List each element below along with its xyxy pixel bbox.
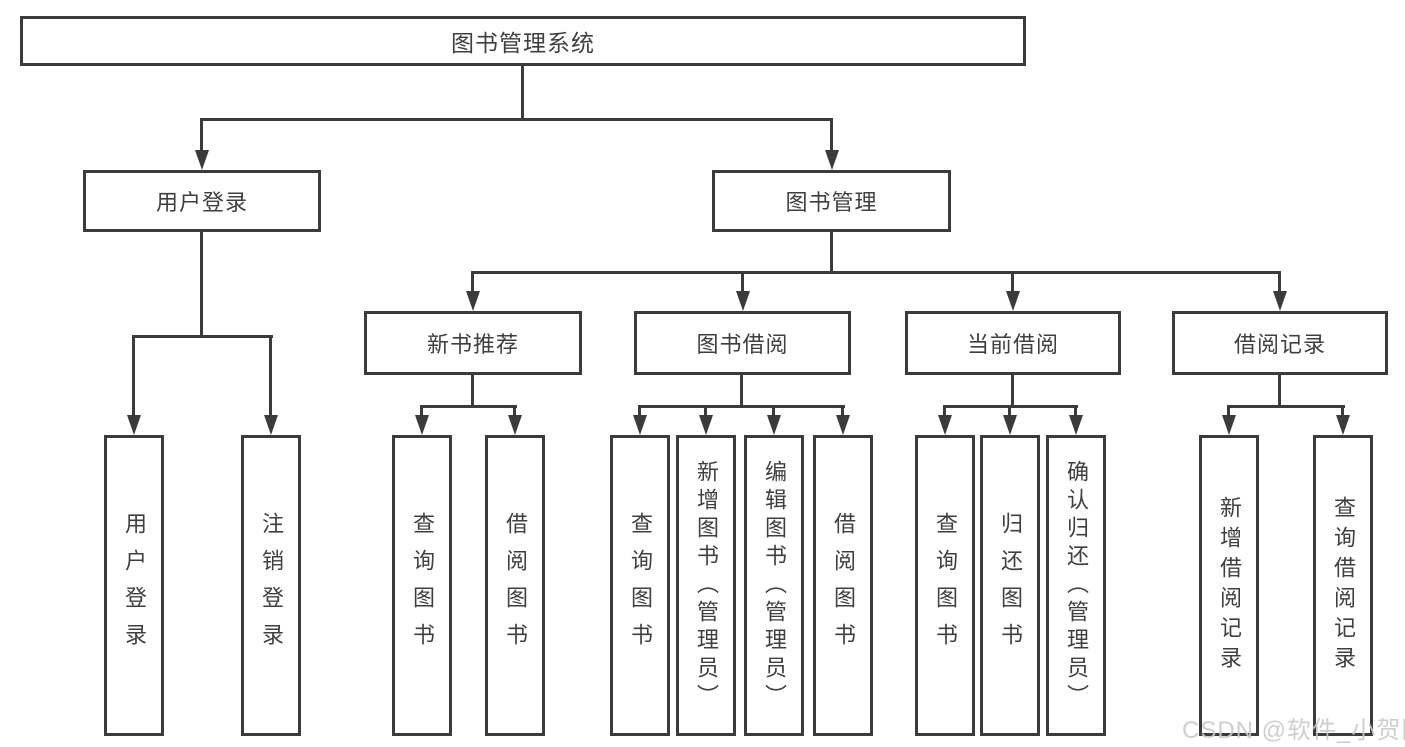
connector-records-rail — [1227, 405, 1345, 408]
connector-to-records — [1278, 273, 1281, 293]
leaf-add-books-admin-label: 新增图书（管理员） — [694, 459, 719, 712]
leaf-query-books-2: 查询图书 — [610, 435, 670, 736]
node-root-label: 图书管理系统 — [451, 30, 595, 56]
leaf-borrow-books-1-label: 借阅图书 — [503, 511, 528, 660]
arrowhead-down-icon — [836, 415, 850, 435]
connector-root-to-book-mgmt — [830, 120, 833, 152]
leaf-user-login: 用户登录 — [104, 435, 164, 736]
connector-current-rail — [943, 405, 1078, 408]
node-user-login: 用户登录 — [83, 170, 321, 232]
leaf-confirm-return-admin-label: 确认归还（管理员） — [1064, 459, 1089, 712]
connector-leaf-stem — [638, 407, 641, 417]
leaf-edit-books-admin: 编辑图书（管理员） — [744, 435, 804, 736]
leaf-add-borrow-record: 新增借阅记录 — [1199, 435, 1259, 736]
leaf-query-borrow-record-label: 查询借阅记录 — [1331, 495, 1356, 676]
leaf-query-borrow-record: 查询借阅记录 — [1313, 435, 1373, 736]
connector-new-book-rail — [420, 405, 517, 408]
connector-current-stem — [1011, 375, 1014, 407]
arrowhead-down-icon — [127, 415, 141, 435]
arrowhead-down-icon — [508, 415, 522, 435]
connector-root-to-user-login — [200, 120, 203, 152]
arrowhead-down-icon — [633, 415, 647, 435]
connector-book-mgmt-rail — [471, 271, 1281, 274]
node-root-library-system: 图书管理系统 — [20, 16, 1026, 66]
connector-to-leaf-user-login — [132, 337, 135, 417]
leaf-logout-label: 注销登录 — [259, 511, 284, 660]
connector-to-borrowing — [741, 273, 744, 293]
arrowhead-down-icon — [415, 415, 429, 435]
node-current-borrowing: 当前借阅 — [905, 311, 1121, 375]
node-new-book-recommend-label: 新书推荐 — [426, 332, 519, 357]
arrowhead-down-icon — [1003, 415, 1017, 435]
leaf-borrow-books-2-label: 借阅图书 — [831, 511, 856, 660]
connector-leaf-stem — [1074, 407, 1077, 417]
leaf-logout: 注销登录 — [241, 435, 301, 736]
leaf-add-borrow-record-label: 新增借阅记录 — [1217, 495, 1242, 676]
connector-leaf-stem — [513, 407, 516, 417]
arrowhead-down-icon — [1069, 415, 1083, 435]
node-book-borrowing-label: 图书借阅 — [696, 332, 789, 357]
arrowhead-down-icon — [264, 415, 278, 435]
arrowhead-down-icon — [1336, 415, 1350, 435]
connector-to-current — [1011, 273, 1014, 293]
leaf-query-books-1: 查询图书 — [392, 435, 452, 736]
leaf-query-books-2-label: 查询图书 — [628, 511, 653, 660]
connector-leaf-stem — [420, 407, 423, 417]
leaf-borrow-books-1: 借阅图书 — [485, 435, 545, 736]
leaf-return-books-label: 归还图书 — [998, 511, 1023, 660]
connector-leaf-stem — [1341, 407, 1344, 417]
leaf-query-books-3-label: 查询图书 — [933, 511, 958, 660]
leaf-add-books-admin: 新增图书（管理员） — [676, 435, 736, 736]
node-new-book-recommend: 新书推荐 — [364, 311, 582, 375]
node-borrowing-records-label: 借阅记录 — [1233, 332, 1326, 357]
arrowhead-down-icon — [1006, 291, 1020, 311]
connector-user-login-stem — [200, 232, 203, 337]
connector-leaf-stem — [772, 407, 775, 417]
node-book-management: 图书管理 — [712, 170, 951, 232]
leaf-query-books-1-label: 查询图书 — [410, 511, 435, 660]
csdn-watermark: CSDN @软件_小贺同学 — [1182, 717, 1405, 744]
arrowhead-down-icon — [1222, 415, 1236, 435]
connector-book-mgmt-stem — [830, 232, 833, 273]
leaf-query-books-3: 查询图书 — [915, 435, 975, 736]
leaf-edit-books-admin-label: 编辑图书（管理员） — [762, 459, 787, 712]
connector-new-book-stem — [471, 375, 474, 407]
connector-records-stem — [1278, 375, 1281, 407]
connector-leaf-stem — [1008, 407, 1011, 417]
arrowhead-down-icon — [466, 291, 480, 311]
connector-leaf-stem — [841, 407, 844, 417]
connector-to-leaf-logout — [269, 337, 272, 417]
arrowhead-down-icon — [938, 415, 952, 435]
connector-leaf-stem — [1227, 407, 1230, 417]
connector-leaf-stem — [943, 407, 946, 417]
connector-root-stem — [521, 66, 524, 120]
leaf-return-books: 归还图书 — [980, 435, 1040, 736]
arrowhead-down-icon — [736, 291, 750, 311]
arrowhead-down-icon — [699, 415, 713, 435]
node-current-borrowing-label: 当前借阅 — [966, 332, 1059, 357]
leaf-user-login-label: 用户登录 — [122, 511, 147, 660]
node-borrowing-records: 借阅记录 — [1172, 311, 1388, 375]
node-book-borrowing: 图书借阅 — [634, 311, 851, 375]
node-book-management-label: 图书管理 — [785, 190, 878, 215]
arrowhead-down-icon — [825, 150, 839, 170]
connector-borrowing-rail — [638, 405, 845, 408]
leaf-borrow-books-2: 借阅图书 — [813, 435, 873, 736]
connector-leaf-stem — [704, 407, 707, 417]
connector-borrowing-stem — [740, 375, 743, 407]
connector-root-rail — [200, 118, 833, 121]
connector-to-new-book — [471, 273, 474, 293]
arrowhead-down-icon — [195, 150, 209, 170]
leaf-confirm-return-admin: 确认归还（管理员） — [1046, 435, 1106, 736]
arrowhead-down-icon — [1273, 291, 1287, 311]
arrowhead-down-icon — [767, 415, 781, 435]
connector-user-login-rail — [132, 335, 273, 338]
node-user-login-label: 用户登录 — [155, 190, 248, 215]
